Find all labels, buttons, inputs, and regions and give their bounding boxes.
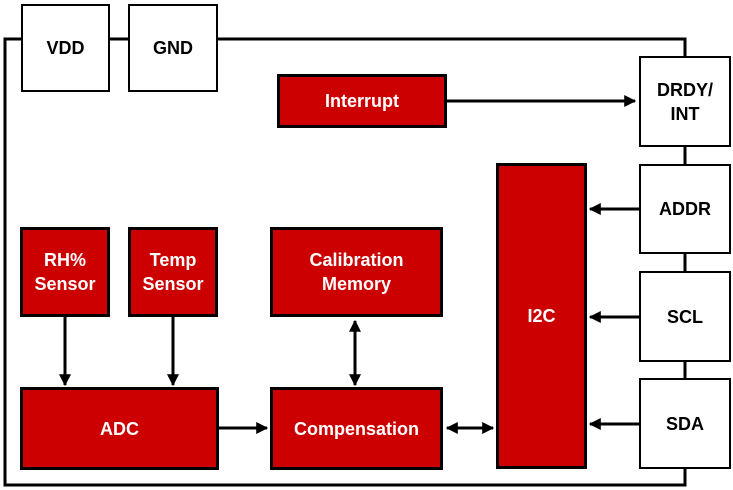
- calibration-memory-block: Calibration Memory: [270, 227, 443, 317]
- i2c-block: I2C: [496, 163, 587, 469]
- temp-sensor-block: Temp Sensor: [128, 227, 218, 317]
- rh-sensor-block: RH% Sensor: [20, 227, 110, 317]
- sda-pin: SDA: [639, 378, 731, 469]
- vdd-pin: VDD: [21, 4, 110, 92]
- gnd-pin: GND: [128, 4, 218, 92]
- chip-outline: [3, 37, 687, 487]
- compensation-block: Compensation: [270, 387, 443, 470]
- adc-block: ADC: [20, 387, 219, 470]
- interrupt-block: Interrupt: [277, 74, 447, 128]
- addr-pin: ADDR: [639, 164, 731, 254]
- scl-pin: SCL: [639, 271, 731, 362]
- drdy-int-pin: DRDY/ INT: [639, 56, 731, 147]
